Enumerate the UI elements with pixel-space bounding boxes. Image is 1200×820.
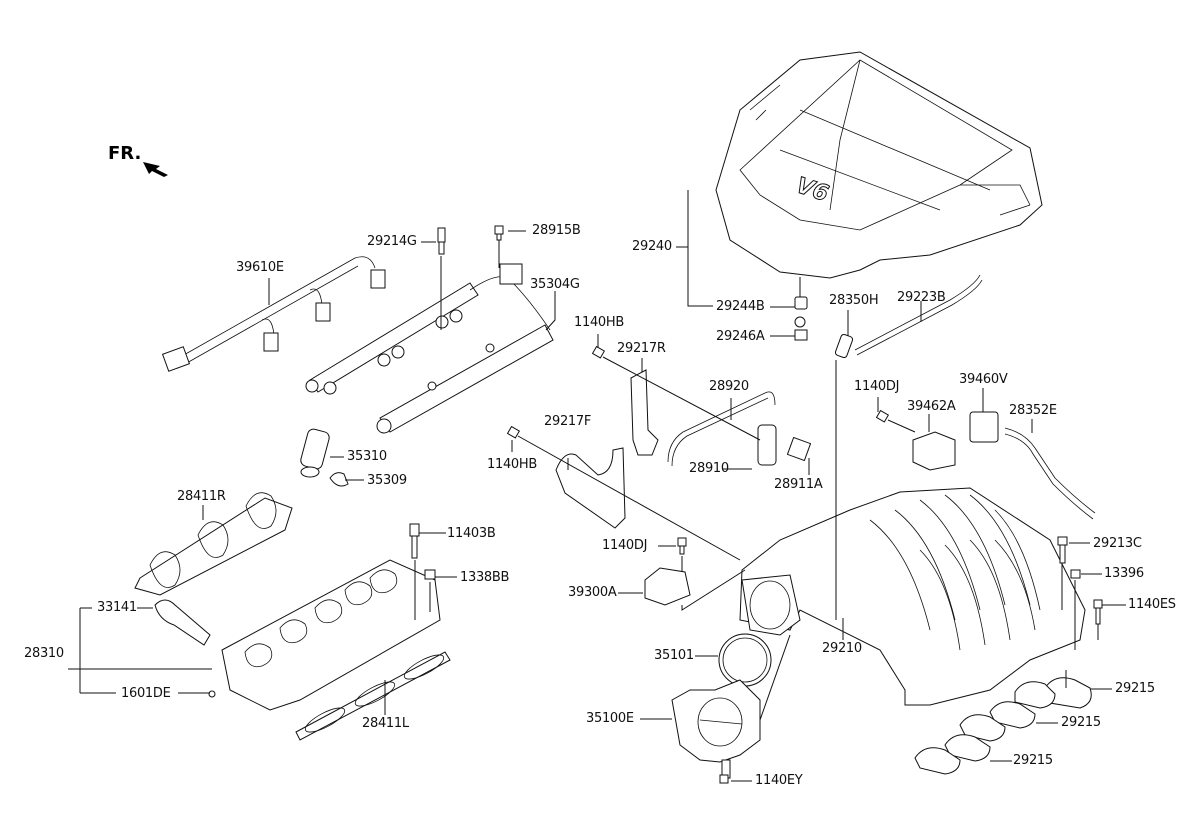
label-1140dj-bottom[interactable]: 1140DJ xyxy=(602,538,648,553)
label-28411l[interactable]: 28411L xyxy=(362,716,409,731)
fuel-rails xyxy=(305,263,554,434)
label-35309[interactable]: 35309 xyxy=(367,473,407,488)
label-29223b[interactable]: 29223B xyxy=(897,290,946,305)
label-39300a[interactable]: 39300A xyxy=(568,585,617,600)
label-1140es[interactable]: 1140ES xyxy=(1128,597,1176,612)
front-direction-marker: FR. xyxy=(108,143,142,164)
sensor-39300a xyxy=(644,567,691,606)
leader-lines xyxy=(68,190,1126,782)
bolts xyxy=(208,225,1103,784)
label-29210[interactable]: 29210 xyxy=(822,641,862,656)
label-29215-c[interactable]: 29215 xyxy=(1013,753,1053,768)
brackets xyxy=(555,369,659,529)
label-35304g[interactable]: 35304G xyxy=(530,277,580,292)
label-11403b[interactable]: 11403B xyxy=(447,526,496,541)
gasket-28411r xyxy=(134,492,293,596)
upper-intake-manifold xyxy=(739,487,1086,706)
label-28350h[interactable]: 28350H xyxy=(829,293,879,308)
label-35100e[interactable]: 35100E xyxy=(586,711,634,726)
gasket-28411l xyxy=(295,651,451,741)
label-28915b[interactable]: 28915B xyxy=(532,223,581,238)
cover-mounts xyxy=(794,274,983,359)
label-39460v[interactable]: 39460V xyxy=(959,372,1008,387)
label-35310[interactable]: 35310 xyxy=(347,449,387,464)
label-29240[interactable]: 29240 xyxy=(632,239,672,254)
label-28911a[interactable]: 28911A xyxy=(774,477,823,492)
label-35101[interactable]: 35101 xyxy=(654,648,694,663)
label-13396[interactable]: 13396 xyxy=(1104,566,1144,581)
throttle-body xyxy=(671,679,761,779)
label-28310[interactable]: 28310 xyxy=(24,646,64,661)
lower-intake-manifold xyxy=(154,559,441,711)
label-29215-a[interactable]: 29215 xyxy=(1115,681,1155,696)
label-29213c[interactable]: 29213C xyxy=(1093,536,1142,551)
wiring-harness xyxy=(161,256,386,372)
label-28910[interactable]: 28910 xyxy=(689,461,729,476)
label-29214g[interactable]: 29214G xyxy=(367,234,417,249)
label-1140dj-top[interactable]: 1140DJ xyxy=(854,379,900,394)
label-29217r[interactable]: 29217R xyxy=(617,341,666,356)
label-39462a[interactable]: 39462A xyxy=(907,399,956,414)
label-29215-b[interactable]: 29215 xyxy=(1061,715,1101,730)
fuel-injector xyxy=(300,428,349,487)
solenoid-assembly xyxy=(912,411,1096,520)
label-1140ey[interactable]: 1140EY xyxy=(755,773,803,788)
pcv-hose-valve xyxy=(667,391,812,467)
label-1338bb[interactable]: 1338BB xyxy=(460,570,510,585)
label-33141[interactable]: 33141 xyxy=(97,600,137,615)
label-1140hb-top[interactable]: 1140HB xyxy=(574,315,624,330)
throttle-gasket xyxy=(718,633,772,687)
label-28411r[interactable]: 28411R xyxy=(177,489,226,504)
front-arrow-icon xyxy=(143,162,168,177)
label-1601de[interactable]: 1601DE xyxy=(121,686,171,701)
manifold-gaskets xyxy=(914,677,1092,775)
label-29246a[interactable]: 29246A xyxy=(716,329,765,344)
label-29217f[interactable]: 29217F xyxy=(544,414,592,429)
label-1140hb-bottom[interactable]: 1140HB xyxy=(487,457,537,472)
label-28920[interactable]: 28920 xyxy=(709,379,749,394)
engine-cover: V6 xyxy=(715,51,1043,279)
label-28352e[interactable]: 28352E xyxy=(1009,403,1057,418)
label-39610e[interactable]: 39610E xyxy=(236,260,284,275)
label-29244b[interactable]: 29244B xyxy=(716,299,765,314)
